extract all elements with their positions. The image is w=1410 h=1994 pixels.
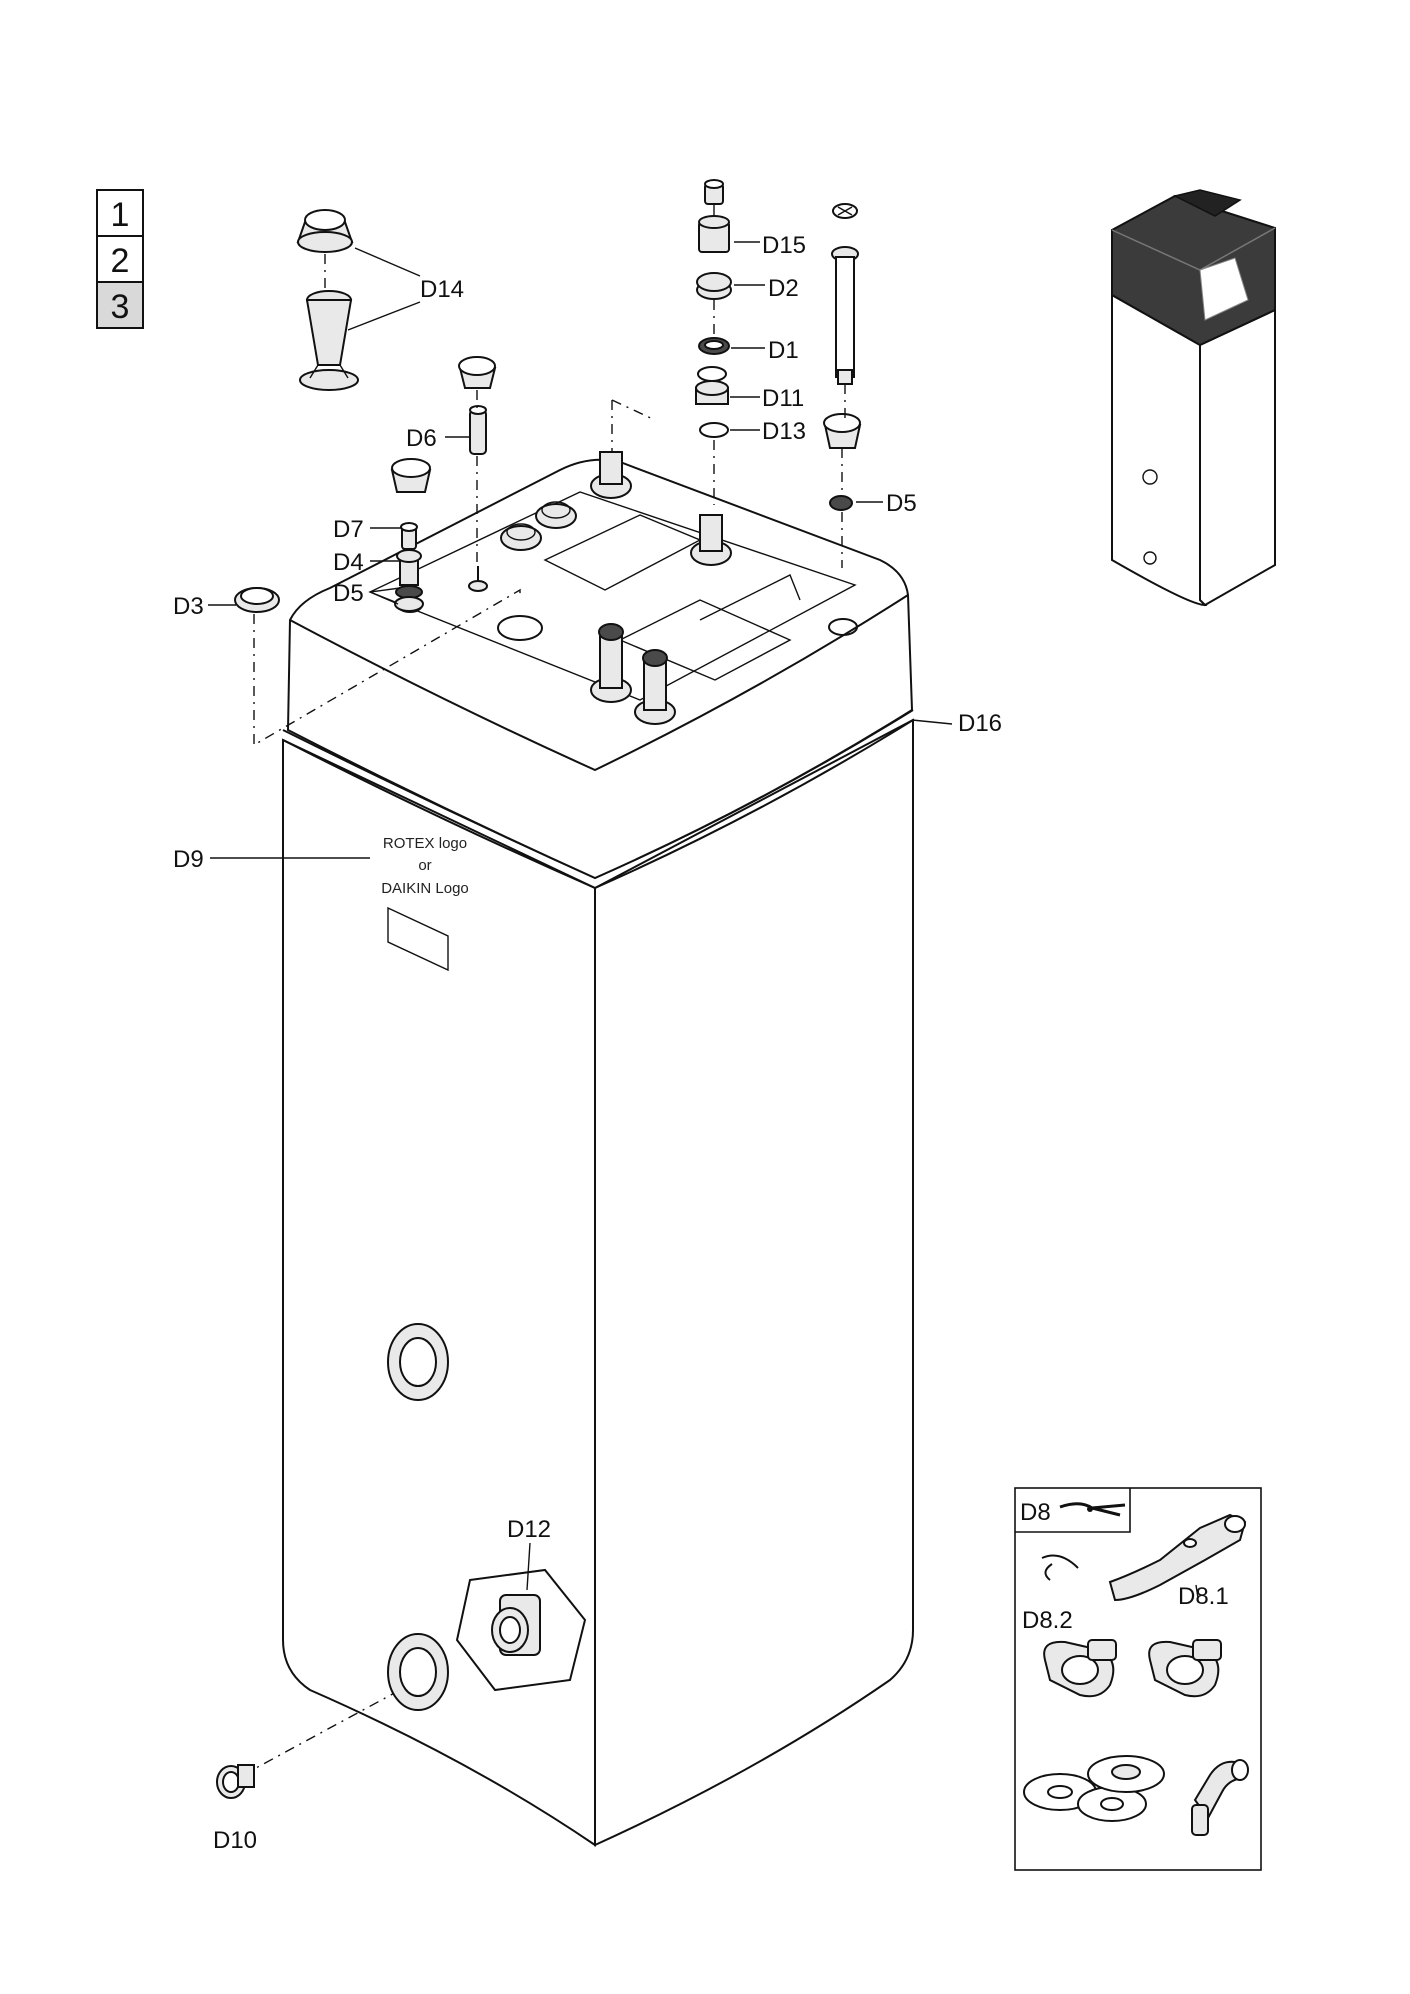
- label-d14: D14: [420, 276, 464, 303]
- tank-body: [282, 709, 914, 1847]
- side-connection-lower: [387, 1633, 449, 1711]
- label-d8-1: D8.1: [1178, 1583, 1229, 1610]
- label-d16: D16: [958, 710, 1002, 737]
- label-d7: D7: [333, 516, 364, 543]
- label-d2: D2: [768, 275, 799, 302]
- part-d7-pin: [400, 522, 418, 550]
- part-d8-1-wrench: [1108, 1513, 1247, 1602]
- fitting-nut: [590, 623, 632, 703]
- part-d5-cap-right: [823, 413, 862, 449]
- part-d6-pin: [469, 405, 487, 455]
- part-d5-gasket-left: [394, 585, 424, 612]
- logo-note-line1: ROTEX logo: [383, 835, 467, 852]
- label-d9: D9: [173, 846, 204, 873]
- part-d8-washers: [1023, 1755, 1165, 1822]
- page-button-1[interactable]: 1: [96, 189, 144, 237]
- page-button-3-active[interactable]: 3: [96, 281, 144, 329]
- fitting-nut: [500, 523, 542, 551]
- part-d10-plug: [216, 1764, 255, 1799]
- page-number-3: 3: [111, 288, 130, 326]
- callout-labels: D14 D15 D2 D1 D11 D13 D6 D5 D7 D4 D5 D3 …: [173, 232, 1229, 1854]
- label-d5-right: D5: [886, 490, 917, 517]
- fitting-nut: [634, 649, 676, 725]
- label-d10: D10: [213, 1827, 257, 1854]
- fitting-nut: [535, 501, 577, 529]
- lid-opening: [497, 615, 543, 641]
- part-d5-gasket-right: [829, 495, 853, 511]
- accessory-inset-box: [1014, 1487, 1262, 1871]
- label-d8: D8: [1020, 1499, 1051, 1526]
- label-d1: D1: [768, 337, 799, 364]
- part-d8-elbow-hose: [1191, 1759, 1249, 1836]
- part-d12-panel: [455, 1568, 587, 1692]
- page-number-1: 1: [111, 196, 130, 234]
- label-d12: D12: [507, 1516, 551, 1543]
- part-d8-funnel-right: [1148, 1639, 1222, 1698]
- label-d11: D11: [762, 385, 804, 412]
- logo-note: ROTEX logo or DAIKIN Logo: [381, 835, 469, 897]
- label-d15: D15: [762, 232, 806, 259]
- part-cap-left: [390, 458, 432, 493]
- part-d14-cap: [296, 209, 354, 253]
- part-tube-valve: [831, 203, 859, 385]
- logo-note-line3: DAIKIN Logo: [381, 880, 469, 897]
- part-d14-sleeve: [299, 290, 359, 391]
- part-d4-nipple: [396, 549, 422, 586]
- part-d6-cap: [458, 356, 497, 389]
- part-d15-valve: [698, 179, 730, 253]
- fitting-nut: [690, 514, 732, 566]
- part-d2-nut: [696, 272, 732, 300]
- part-d11-nut: [695, 366, 729, 405]
- unit-thumbnail: [1111, 189, 1276, 607]
- part-d1-seal: [698, 337, 730, 355]
- label-d5-left: D5: [333, 580, 364, 607]
- part-d8-funnel-left: [1043, 1639, 1117, 1698]
- page-selector: 1 2 3: [96, 189, 144, 329]
- lid-opening: [828, 618, 858, 636]
- pliers-icon: [1059, 1502, 1126, 1517]
- label-d3: D3: [173, 593, 204, 620]
- part-d6-screw: [468, 566, 488, 592]
- assembly-lines: [242, 205, 846, 1776]
- side-connection-upper: [387, 1323, 449, 1401]
- label-d4: D4: [333, 549, 364, 576]
- label-d6: D6: [406, 425, 437, 452]
- part-d3-plug: [234, 587, 280, 613]
- label-d8-2: D8.2: [1022, 1607, 1073, 1634]
- page-button-2[interactable]: 2: [96, 235, 144, 283]
- logo-plate: [387, 906, 449, 972]
- page-number-2: 2: [111, 242, 130, 280]
- label-d13: D13: [762, 418, 806, 445]
- leader-lines: [208, 241, 1199, 1599]
- fitting-nut: [590, 451, 632, 499]
- part-d13-oring: [699, 422, 729, 438]
- part-d8-2-clip: [1041, 1554, 1079, 1581]
- logo-note-line2: or: [418, 857, 431, 874]
- lid-connection-fittings: [397, 451, 858, 725]
